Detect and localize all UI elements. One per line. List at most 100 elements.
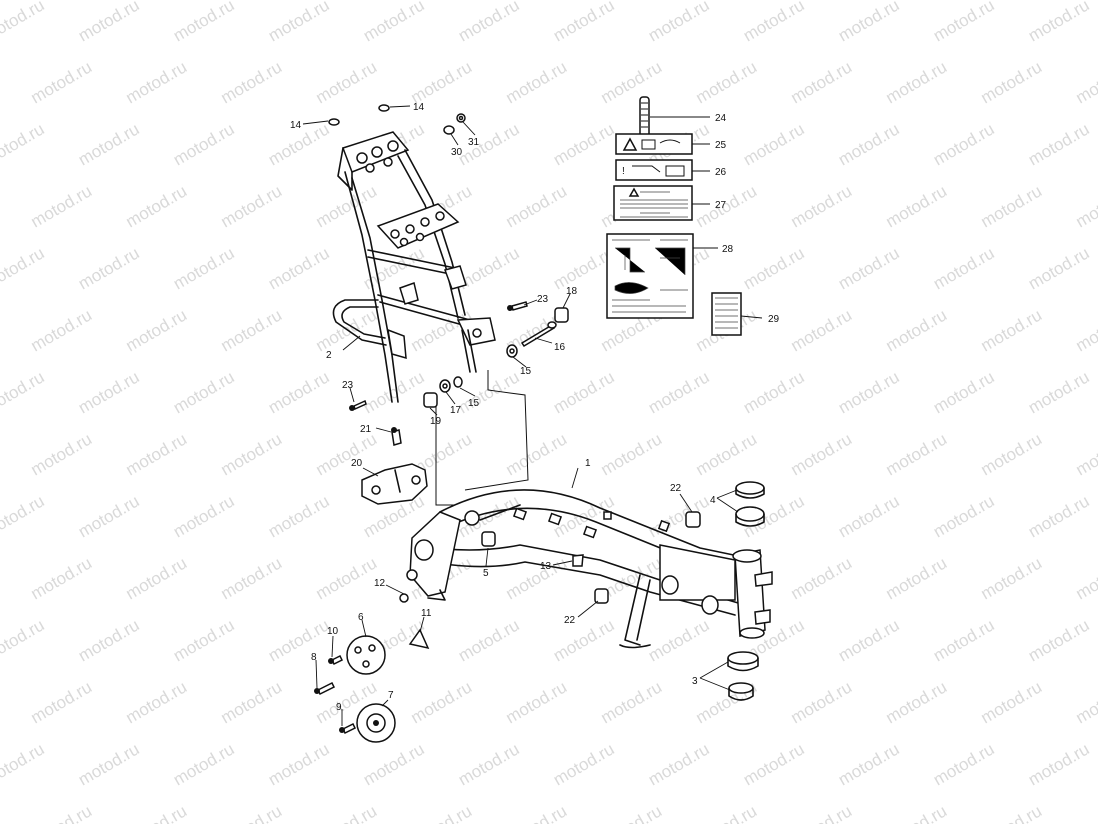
watermark-text: motod.ru bbox=[1025, 491, 1093, 541]
watermark-text: motod.ru bbox=[218, 57, 286, 107]
callout-28: 28 bbox=[722, 244, 734, 255]
callout-3: 3 bbox=[692, 676, 698, 687]
watermark-text: motod.ru bbox=[75, 615, 143, 665]
callout-31: 31 bbox=[468, 137, 480, 148]
watermark-text: motod.ru bbox=[0, 615, 48, 665]
watermark-text: motod.ru bbox=[75, 367, 143, 417]
watermark-text: motod.ru bbox=[28, 429, 96, 479]
watermark-text: motod.ru bbox=[455, 739, 523, 789]
callout-labels: 1 2 3 4 5 6 7 8 9 10 11 12 13 14 14 15 1… bbox=[290, 102, 780, 713]
watermark-text: motod.ru bbox=[75, 739, 143, 789]
watermark-text: motod.ru bbox=[978, 305, 1046, 355]
watermark-text: motod.ru bbox=[455, 367, 523, 417]
top-hardware bbox=[328, 104, 466, 135]
callout-15a: 15 bbox=[520, 366, 532, 377]
svg-text:!: ! bbox=[622, 166, 625, 177]
watermark-text: motod.ru bbox=[503, 181, 571, 231]
watermark-text: motod.ru bbox=[740, 0, 808, 45]
callout-23a: 23 bbox=[537, 294, 549, 305]
callout-24: 24 bbox=[715, 113, 727, 124]
watermark-text: motod.ru bbox=[693, 429, 761, 479]
callout-12: 12 bbox=[374, 578, 386, 589]
watermark-text: motod.ru bbox=[123, 57, 191, 107]
watermark-text: motod.ru bbox=[930, 243, 998, 293]
watermark-text: motod.ru bbox=[550, 0, 618, 45]
watermark-text: motod.ru bbox=[740, 119, 808, 169]
watermark-text: motod.ru bbox=[1073, 305, 1098, 355]
watermark-text: motod.ru bbox=[645, 491, 713, 541]
watermark-text: motod.ru bbox=[218, 181, 286, 231]
watermark-text: motod.ru bbox=[978, 57, 1046, 107]
callout-27: 27 bbox=[715, 200, 727, 211]
watermark-text: motod.ru bbox=[1073, 57, 1098, 107]
watermark-text: motod.ru bbox=[0, 491, 48, 541]
watermark-text: motod.ru bbox=[170, 491, 238, 541]
watermark-text: motod.ru bbox=[645, 739, 713, 789]
watermark-text: motod.ru bbox=[978, 181, 1046, 231]
watermark-text: motod.ru bbox=[360, 739, 428, 789]
callout-20: 20 bbox=[351, 458, 363, 469]
watermark-text: motod.ru bbox=[1073, 801, 1098, 824]
watermark-text: motod.ru bbox=[835, 491, 903, 541]
watermark-text: motod.ru bbox=[265, 739, 333, 789]
callout-9: 9 bbox=[336, 702, 342, 713]
leader-lines bbox=[302, 105, 763, 726]
watermark-text: motod.ru bbox=[883, 181, 951, 231]
watermark-text: motod.ru bbox=[218, 429, 286, 479]
watermark-text: motod.ru bbox=[28, 677, 96, 727]
watermark-text: motod.ru bbox=[883, 305, 951, 355]
callout-8: 8 bbox=[311, 652, 317, 663]
watermark-text: motod.ru bbox=[218, 305, 286, 355]
watermark-text: motod.ru bbox=[835, 739, 903, 789]
watermark-text: motod.ru bbox=[883, 429, 951, 479]
watermark-text: motod.ru bbox=[28, 801, 96, 824]
callout-5: 5 bbox=[483, 568, 489, 579]
callout-16: 16 bbox=[554, 342, 566, 353]
watermark-text: motod.ru bbox=[930, 367, 998, 417]
watermark-text: motod.ru bbox=[978, 677, 1046, 727]
watermark-text: motod.ru bbox=[978, 801, 1046, 824]
watermark-text: motod.ru bbox=[1025, 119, 1093, 169]
watermark-text: motod.ru bbox=[218, 553, 286, 603]
watermark-text: motod.ru bbox=[408, 57, 476, 107]
watermark-text: motod.ru bbox=[883, 677, 951, 727]
callout-15b: 15 bbox=[468, 398, 480, 409]
assembly-lines bbox=[435, 370, 529, 506]
watermark-text: motod.ru bbox=[693, 57, 761, 107]
watermark-text: motod.ru bbox=[455, 0, 523, 45]
watermark-text: motod.ru bbox=[170, 615, 238, 665]
watermark-text: motod.ru bbox=[788, 305, 856, 355]
watermark-text: motod.ru bbox=[218, 677, 286, 727]
watermark-text: motod.ru bbox=[788, 57, 856, 107]
watermark-text: motod.ru bbox=[503, 677, 571, 727]
watermark-text: motod.ru bbox=[740, 367, 808, 417]
watermark-text: motod.ru bbox=[1025, 367, 1093, 417]
watermark-text: motod.ru bbox=[503, 57, 571, 107]
watermark-text: motod.ru bbox=[930, 0, 998, 45]
watermark-text: motod.ru bbox=[503, 553, 571, 603]
watermark-text: motod.ru bbox=[740, 739, 808, 789]
watermark-text: motod.ru bbox=[645, 367, 713, 417]
watermark-text: motod.ru bbox=[265, 491, 333, 541]
watermark-text: motod.ru bbox=[788, 677, 856, 727]
watermark-text: motod.ru bbox=[360, 0, 428, 45]
watermark-text: motod.ru bbox=[313, 181, 381, 231]
watermark-text: motod.ru bbox=[123, 181, 191, 231]
watermark-text: motod.ru bbox=[313, 57, 381, 107]
watermark-text: motod.ru bbox=[693, 181, 761, 231]
watermark-text: motod.ru bbox=[313, 305, 381, 355]
watermark-text: motod.ru bbox=[123, 801, 191, 824]
decal-group: ! bbox=[606, 96, 742, 336]
watermark-text: motod.ru bbox=[1025, 243, 1093, 293]
watermark-text: motod.ru bbox=[0, 367, 48, 417]
watermark-text: motod.ru bbox=[788, 181, 856, 231]
callout-25: 25 bbox=[715, 140, 727, 151]
watermark-text: motod.ru bbox=[0, 243, 48, 293]
watermark-text: motod.ru bbox=[313, 553, 381, 603]
watermark-text: motod.ru bbox=[1073, 181, 1098, 231]
watermark-text: motod.ru bbox=[123, 305, 191, 355]
hardware-parts bbox=[314, 301, 765, 743]
watermark-text: motod.ru bbox=[693, 801, 761, 824]
watermark-text: motod.ru bbox=[75, 119, 143, 169]
watermark-text: motod.ru bbox=[170, 739, 238, 789]
